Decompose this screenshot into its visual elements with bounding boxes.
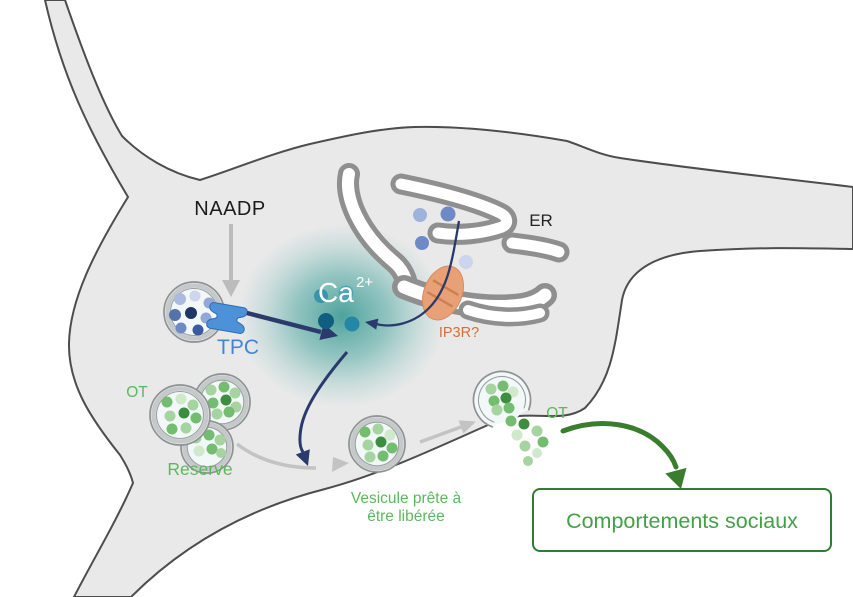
ot-released-label: OT xyxy=(546,405,568,422)
release-arrow xyxy=(560,421,687,489)
ot-reserve-label: OT xyxy=(126,384,148,401)
reserve-label: Reserve xyxy=(167,459,232,479)
endoplasmic-reticulum xyxy=(337,163,570,327)
outcome-box: Comportements sociaux xyxy=(532,488,832,552)
reserve-vesicle-front xyxy=(149,384,211,446)
calcium-cloud xyxy=(238,224,446,408)
calcium-label-sup: 2+ xyxy=(356,274,373,291)
tpc-channel xyxy=(206,302,248,334)
ready-vesicle xyxy=(348,415,406,473)
outcome-box-border xyxy=(532,488,832,552)
er-calcium-ions xyxy=(413,206,473,269)
reserve-vesicles xyxy=(149,373,251,474)
calcium-label: Ca xyxy=(318,277,354,308)
tpc-label: TPC xyxy=(217,336,259,359)
fusing-vesicle xyxy=(472,370,532,428)
released-ot-molecules xyxy=(505,415,549,466)
ready-vesicle-label-line1: Vesicule prête à xyxy=(351,490,462,507)
calcium-ions xyxy=(314,285,360,332)
reserve-transport-arrow xyxy=(235,442,349,472)
docking-arrow xyxy=(419,420,476,444)
er-label: ER xyxy=(529,211,553,230)
calcium-vesicle-arrow xyxy=(295,351,349,466)
er-calcium-arrow xyxy=(365,220,461,330)
ip3r-channel xyxy=(421,265,465,321)
ready-vesicle-label-line2: être libérée xyxy=(367,508,445,525)
naadp-label: NAADP xyxy=(194,198,265,220)
naadp-arrow xyxy=(222,224,240,297)
ip3r-label: IP3R? xyxy=(439,325,479,341)
outcome-label: Comportements sociaux xyxy=(566,509,798,533)
